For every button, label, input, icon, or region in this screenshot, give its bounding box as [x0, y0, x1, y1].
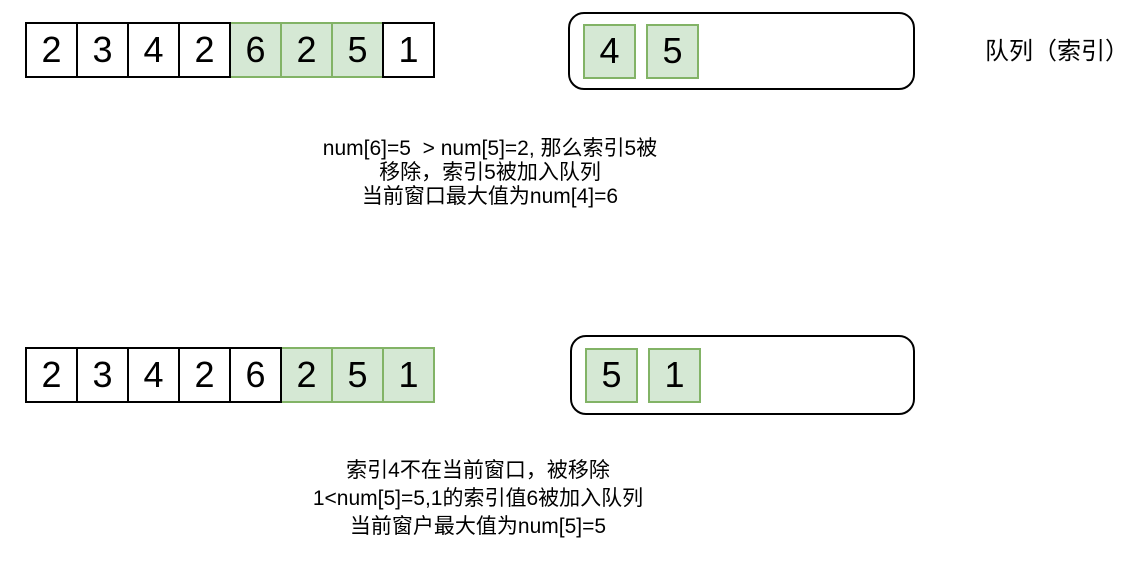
queue-label: 队列（索引）	[985, 38, 1128, 65]
array-cell: 6	[229, 22, 282, 78]
array-cell: 2	[25, 347, 78, 403]
array-cell: 5	[331, 347, 384, 403]
caption-step-1: num[6]=5 > num[5]=2, 那么索引5被 移除，索引5被加入队列 …	[270, 137, 710, 209]
array-cell: 6	[229, 347, 282, 403]
caption-line: 移除，索引5被加入队列	[379, 161, 601, 184]
array-cell: 1	[382, 22, 435, 78]
array-cell: 4	[127, 347, 180, 403]
queue-cell: 5	[585, 347, 638, 403]
array-cell: 5	[331, 22, 384, 78]
queue-cell: 5	[646, 23, 699, 79]
caption-line: 当前窗口最大值为num[4]=6	[361, 185, 619, 208]
queue-cell: 1	[648, 347, 701, 403]
array-cell: 4	[127, 22, 180, 78]
array-cell: 1	[382, 347, 435, 403]
queue-cell: 4	[583, 23, 636, 79]
caption-line: num[6]=5 > num[5]=2, 那么索引5被	[322, 137, 658, 160]
caption-step-2: 索引4不在当前窗口，被移除 1<num[5]=5,1的索引值6被加入队列 当前窗…	[258, 457, 698, 541]
array-cell: 3	[76, 22, 129, 78]
array-cell: 2	[280, 347, 333, 403]
array-cell: 2	[178, 347, 231, 403]
array-cell: 3	[76, 347, 129, 403]
caption-line: 索引4不在当前窗口，被移除	[346, 459, 610, 482]
array-cell: 2	[25, 22, 78, 78]
caption-line: 1<num[5]=5,1的索引值6被加入队列	[312, 487, 644, 510]
caption-line: 当前窗户最大值为num[5]=5	[349, 515, 607, 538]
array-cell: 2	[178, 22, 231, 78]
array-cell: 2	[280, 22, 333, 78]
